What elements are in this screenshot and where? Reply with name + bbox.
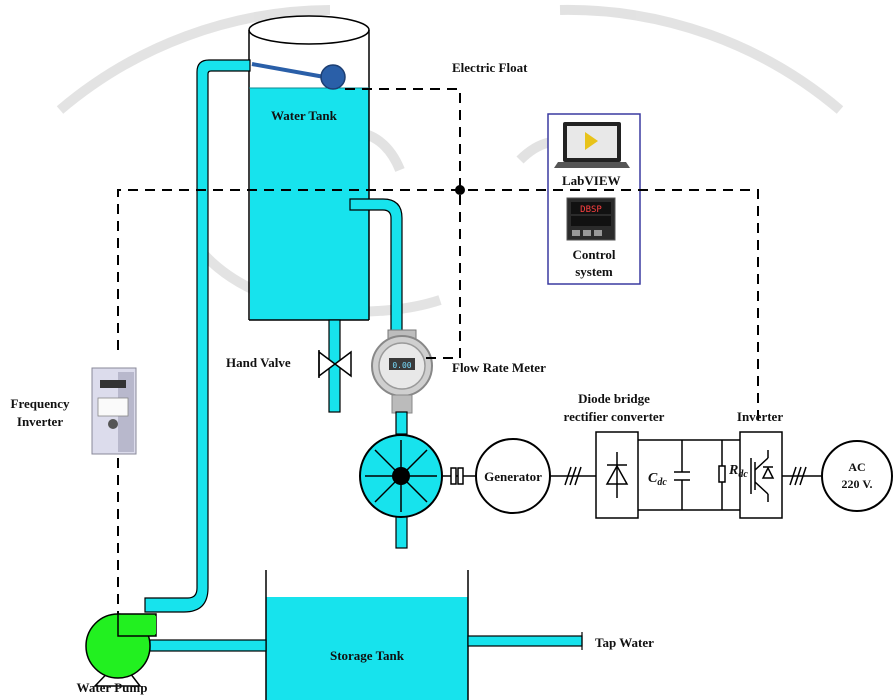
frequency-inverter-device	[91, 367, 137, 455]
storage-tank	[265, 570, 469, 700]
storage-tank-label: Storage Tank	[330, 648, 405, 663]
electric-float-label: Electric Float	[452, 60, 528, 75]
diode-bridge-label-line1: Diode bridge	[578, 391, 650, 406]
ac-label-line2: 220 V.	[842, 477, 873, 491]
electric-float	[251, 62, 346, 90]
diode-bridge-rectifier	[595, 431, 639, 519]
meter-display: 0.00	[392, 361, 411, 370]
water-tank	[248, 15, 370, 321]
flow-rate-meter-label: Flow Rate Meter	[452, 360, 546, 375]
flow-rate-meter: 0.00	[371, 329, 433, 414]
shaft-coupling	[442, 467, 476, 485]
ac-grid	[821, 440, 893, 512]
control-system-label-line1: Control	[572, 247, 615, 262]
dc-bus	[638, 439, 740, 511]
control-signal-lines	[117, 88, 759, 620]
inverter-box	[739, 431, 783, 519]
supply-pipe	[144, 59, 251, 613]
inverter-label: Inverter	[737, 409, 783, 424]
rdc-main: R	[728, 463, 738, 478]
ac-label-line1: AC	[848, 460, 865, 474]
cdc-sub: dc	[657, 477, 667, 488]
three-phase-line-1	[550, 466, 596, 486]
cdc-label: Cdc	[648, 471, 667, 488]
tap-water-label: Tap Water	[595, 635, 654, 650]
water-pump-label: Water Pump	[77, 680, 148, 695]
frequency-inverter-label-line1: Frequency	[11, 396, 70, 411]
hand-valve-symbol	[318, 350, 352, 378]
diode-bridge-label-line2: rectifier converter	[564, 409, 665, 424]
three-phase-line-2	[782, 466, 822, 486]
water-pump	[85, 613, 157, 687]
rdc-label: Rdc	[728, 463, 748, 480]
rdc-sub: dc	[738, 469, 748, 480]
water-turbine	[359, 434, 443, 518]
pump-to-storage-pipe	[149, 639, 267, 652]
cdc-main: C	[648, 471, 658, 486]
water-tank-label: Water Tank	[271, 108, 338, 123]
frequency-inverter-label-line2: Inverter	[17, 414, 63, 429]
tap-water-pipe	[467, 632, 583, 650]
svg-text:DBSP: DBSP	[580, 205, 602, 215]
generator-label: Generator	[484, 469, 542, 484]
labview-label: LabVIEW	[562, 173, 621, 188]
control-system-label-line2: system	[575, 264, 613, 279]
hand-valve-label: Hand Valve	[226, 355, 291, 370]
control-box: DBSP	[547, 113, 641, 285]
watermark-seal	[56, 4, 844, 317]
signal-junction	[455, 185, 465, 195]
